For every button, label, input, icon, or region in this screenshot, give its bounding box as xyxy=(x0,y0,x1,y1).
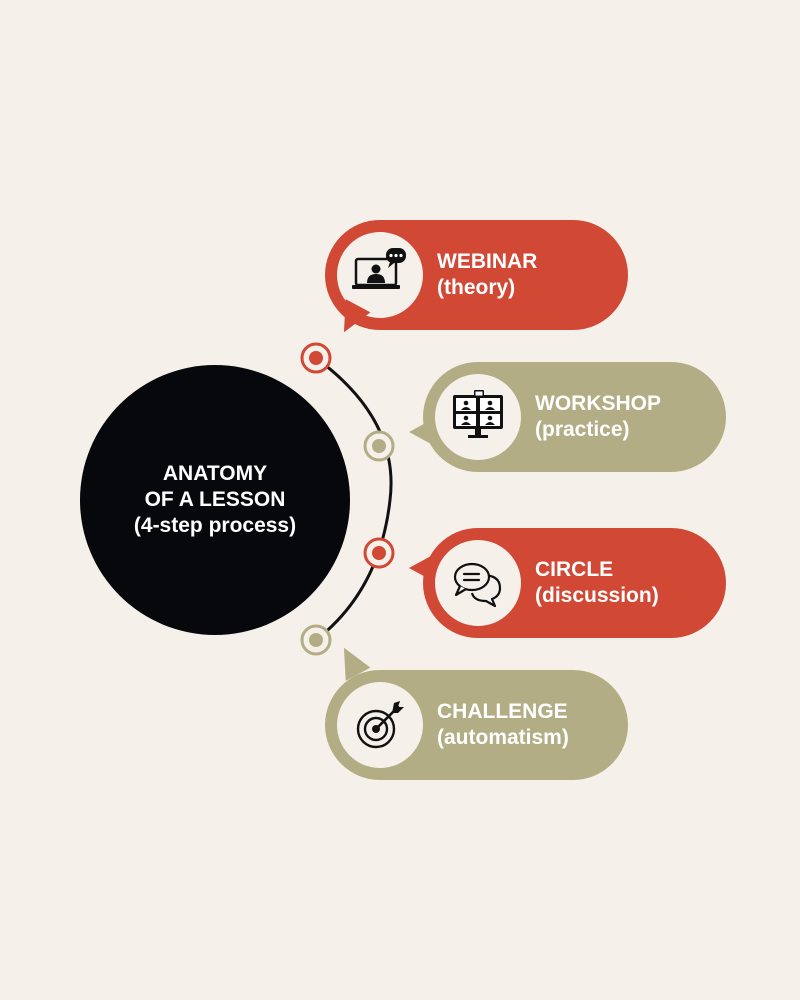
step-card-challenge: CHALLENGE (automatism) xyxy=(325,641,628,780)
step-subtitle: (automatism) xyxy=(437,726,569,749)
group-screen-icon xyxy=(453,390,503,438)
step-title: CHALLENGE xyxy=(437,700,568,723)
node-circle xyxy=(363,537,395,569)
step-card-circle: CIRCLE (discussion) xyxy=(409,528,726,638)
step-title: WORKSHOP xyxy=(535,392,661,415)
video-call-icon xyxy=(352,248,406,289)
step-title: CIRCLE xyxy=(535,558,614,581)
step-card-workshop: WORKSHOP (practice) xyxy=(409,362,726,472)
bubble-tail xyxy=(409,420,431,444)
icon-badge xyxy=(337,232,423,318)
step-label: CIRCLE (discussion) xyxy=(535,557,659,609)
hub-title-line-1: ANATOMY xyxy=(162,462,268,485)
hub-title: ANATOMY OF A LESSON (4-step process) xyxy=(134,461,296,539)
node-workshop xyxy=(363,430,395,462)
hub-title-line-3: (4-step process) xyxy=(133,514,297,537)
icon-badge xyxy=(435,540,521,626)
target-arrow-icon xyxy=(356,701,404,749)
hub-circle: ANATOMY OF A LESSON (4-step process) xyxy=(80,365,350,635)
step-subtitle: (discussion) xyxy=(535,584,659,607)
icon-badge xyxy=(337,682,423,768)
step-subtitle: (theory) xyxy=(437,276,516,299)
bubble-tail xyxy=(409,556,431,580)
step-label: CHALLENGE (automatism) xyxy=(437,699,569,751)
hub-title-line-2: OF A LESSON xyxy=(144,488,286,511)
step-label: WORKSHOP (practice) xyxy=(535,391,661,443)
icon-badge xyxy=(435,374,521,460)
bubble-tail xyxy=(331,641,371,681)
step-card-webinar: WEBINAR (theory) xyxy=(325,220,628,339)
step-title: WEBINAR xyxy=(437,250,538,273)
chat-bubbles-icon xyxy=(453,562,502,608)
node-webinar xyxy=(300,342,332,374)
node-challenge xyxy=(300,624,332,656)
step-subtitle: (practice) xyxy=(535,418,630,441)
step-label: WEBINAR (theory) xyxy=(437,249,537,301)
